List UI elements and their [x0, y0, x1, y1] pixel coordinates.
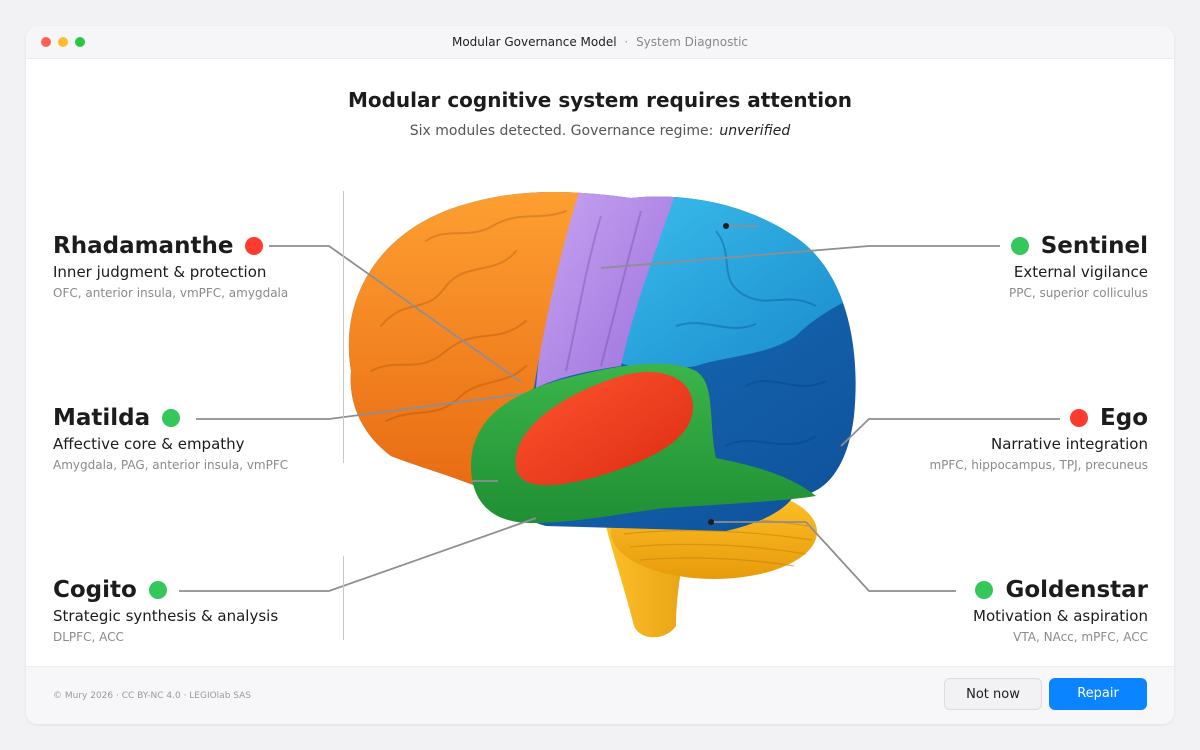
module-sentinel[interactable]: Sentinel External vigilance PPC, superio… — [848, 231, 1148, 300]
subtitle-text: Six modules detected. Governance regime: — [409, 123, 714, 139]
module-role: Motivation & aspiration — [973, 607, 1148, 625]
module-name-row: Rhadamanthe — [53, 231, 353, 261]
module-cogito[interactable]: Cogito Strategic synthesis & analysis DL… — [53, 575, 353, 644]
leader-line-cogito — [179, 517, 537, 592]
motor-strip-region — [536, 192, 681, 388]
dialog-footer: © Mury 2026 · CC BY-NC 4.0 · LEGIOlab SA… — [26, 666, 1174, 724]
pointer-dot-sentinel — [723, 223, 729, 229]
module-brain-areas: mPFC, hippocampus, TPJ, precuneus — [929, 458, 1148, 472]
module-name-row: Goldenstar — [848, 575, 1148, 605]
module-ego[interactable]: Ego Narrative integration mPFC, hippocam… — [848, 403, 1148, 472]
title-bar: Modular Governance Model · System Diagno… — [26, 26, 1174, 59]
status-indicator-ok — [148, 581, 167, 599]
module-role: Inner judgment & protection — [53, 263, 267, 281]
leader-lines — [179, 225, 1060, 592]
module-name: Ego — [1100, 405, 1148, 431]
status-indicator-alert — [245, 237, 264, 255]
module-matilda[interactable]: Matilda Affective core & empathy Amygdal… — [53, 403, 353, 472]
module-brain-areas: OFC, anterior insula, vmPFC, amygdala — [53, 286, 289, 300]
close-window-button[interactable] — [41, 37, 51, 47]
status-indicator-alert — [1070, 409, 1089, 427]
module-name-row: Cogito — [53, 575, 353, 605]
leader-line-goldenstar — [805, 521, 956, 592]
module-role: External vigilance — [1013, 263, 1148, 281]
pointer-dot-cerebellum — [708, 519, 714, 525]
leader-line-sentinel — [600, 245, 1000, 269]
module-name-row: Matilda — [53, 403, 353, 433]
module-name-row: Ego — [848, 403, 1148, 433]
module-name: Matilda — [53, 405, 151, 431]
module-role: Narrative integration — [991, 435, 1148, 453]
module-role: Affective core & empathy — [53, 435, 245, 453]
module-brain-areas: PPC, superior colliculus — [1008, 286, 1148, 300]
window-title-sub: System Diagnostic — [636, 35, 749, 49]
module-name-row: Sentinel — [848, 231, 1148, 261]
governance-regime-value: unverified — [719, 123, 791, 139]
brain-illustration — [179, 192, 1060, 638]
dialog-window: Modular Governance Model · System Diagno… — [26, 26, 1174, 724]
module-name: Cogito — [53, 577, 137, 603]
status-indicator-ok — [1010, 237, 1029, 255]
status-indicator-ok — [975, 581, 994, 599]
module-brain-areas: DLPFC, ACC — [53, 630, 124, 644]
page-subtitle: Six modules detected. Governance regime:… — [26, 123, 1174, 139]
maximize-window-button[interactable] — [75, 37, 85, 47]
minimize-window-button[interactable] — [58, 37, 68, 47]
module-name: Sentinel — [1040, 233, 1148, 259]
module-rhadamanthe[interactable]: Rhadamanthe Inner judgment & protection … — [53, 231, 353, 300]
repair-button[interactable]: Repair — [1049, 678, 1147, 710]
module-name: Rhadamanthe — [53, 233, 234, 259]
module-goldenstar[interactable]: Goldenstar Motivation & aspiration VTA, … — [848, 575, 1148, 644]
leader-line-ego — [840, 418, 1060, 447]
copyright-notice: © Mury 2026 · CC BY-NC 4.0 · LEGIOlab SA… — [53, 691, 252, 701]
not-now-button[interactable]: Not now — [944, 678, 1042, 710]
left-bracket-bottom — [343, 556, 344, 640]
left-bracket-top — [343, 191, 344, 463]
module-brain-areas: VTA, NAcc, mPFC, ACC — [1013, 630, 1148, 644]
module-brain-areas: Amygdala, PAG, anterior insula, vmPFC — [53, 458, 289, 472]
leader-line-matilda — [196, 393, 522, 420]
page-title: Modular cognitive system requires attent… — [347, 88, 853, 112]
module-role: Strategic synthesis & analysis — [53, 607, 279, 625]
limbic-red-core — [515, 371, 694, 486]
leader-line-rhadamanthe — [269, 245, 522, 383]
window-title-main: Modular Governance Model — [451, 35, 617, 49]
window-title-separator: · — [624, 35, 629, 49]
window-title: Modular Governance Model · System Diagno… — [26, 26, 1174, 58]
module-name: Goldenstar — [1005, 577, 1148, 603]
status-indicator-ok — [162, 409, 181, 427]
